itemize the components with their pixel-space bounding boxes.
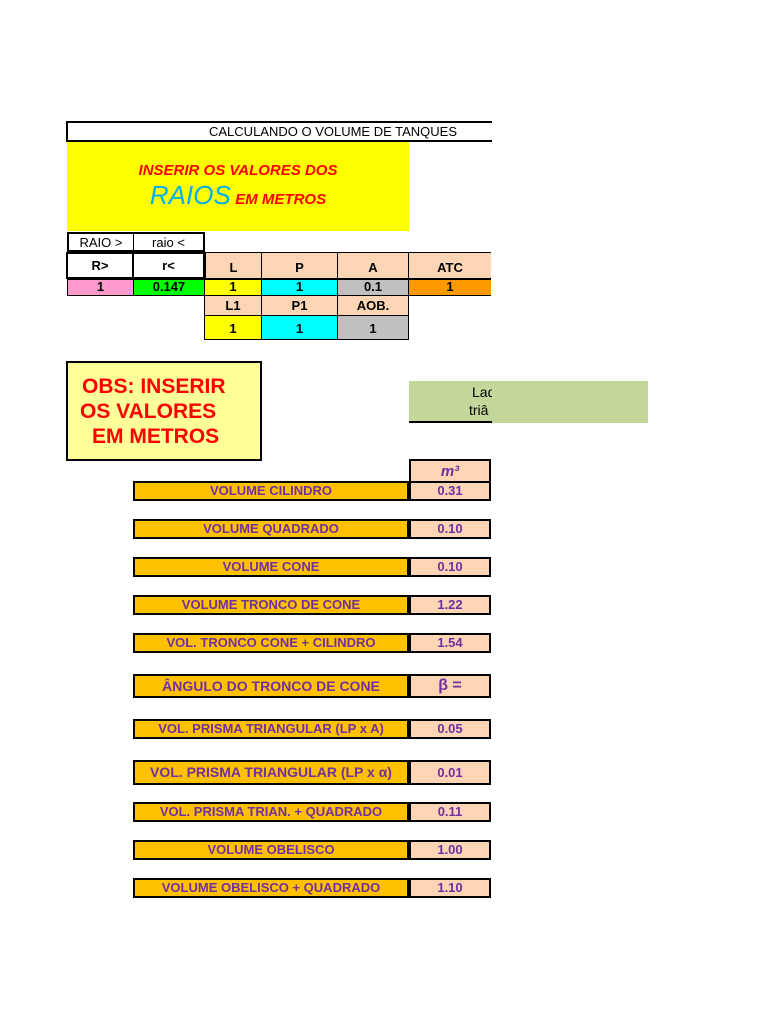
value-volume-cone: 0.10 bbox=[409, 557, 491, 577]
value-volume-quadrado: 0.10 bbox=[409, 519, 491, 539]
value-vol-prisma-lp-a: 0.05 bbox=[409, 719, 491, 739]
value-L1-input[interactable]: 1 bbox=[204, 315, 262, 340]
label-volume-cilindro: VOLUME CILINDRO bbox=[133, 481, 409, 501]
instruction-metros: EM METROS bbox=[235, 191, 327, 208]
value-angulo-tronco-cone: β = bbox=[409, 674, 491, 698]
header-L1: L1 bbox=[204, 295, 262, 316]
value-R-input[interactable]: 1 bbox=[67, 279, 134, 296]
label-volume-obelisco: VOLUME OBELISCO bbox=[133, 840, 409, 860]
header-L: L bbox=[205, 252, 262, 279]
header-AOB: AOB. bbox=[337, 295, 409, 316]
instruction-line2: RAIOS EM METROS bbox=[67, 180, 409, 211]
header-ATC: ATC bbox=[408, 252, 491, 279]
instruction-line1: INSERIR OS VALORES DOS bbox=[138, 162, 338, 179]
value-vol-tronco-cone-cilindro: 1.54 bbox=[409, 633, 491, 653]
sheet-title: CALCULANDO O VOLUME DE TANQUES bbox=[66, 121, 492, 142]
instruction-raios: RAIOS bbox=[149, 180, 231, 210]
value-L-input[interactable]: 1 bbox=[204, 279, 262, 296]
label-raio-menor: raio < bbox=[134, 232, 205, 252]
green-note-clip: Lad triâ bbox=[409, 381, 492, 423]
label-vol-prisma-quadrado: VOL. PRISMA TRIAN. + QUADRADO bbox=[133, 802, 409, 822]
value-volume-obelisco: 1.00 bbox=[409, 840, 491, 860]
value-vol-prisma-lp-alpha: 0.01 bbox=[409, 760, 491, 785]
header-R: R> bbox=[66, 252, 134, 279]
value-P1-input[interactable]: 1 bbox=[261, 315, 338, 340]
green-note-box bbox=[409, 381, 648, 423]
header-P: P bbox=[261, 252, 338, 279]
label-angulo-tronco-cone: ÂNGULO DO TRONCO DE CONE bbox=[133, 674, 409, 698]
value-vol-prisma-quadrado: 0.11 bbox=[409, 802, 491, 822]
unit-header: m³ bbox=[409, 459, 491, 482]
label-vol-prisma-lp-alpha: VOL. PRISMA TRIANGULAR (LP x α) bbox=[133, 760, 409, 785]
value-volume-obelisco-quadrado: 1.10 bbox=[409, 878, 491, 898]
value-ATC-input[interactable]: 1 bbox=[408, 279, 491, 296]
label-volume-quadrado: VOLUME QUADRADO bbox=[133, 519, 409, 539]
obs-note-box: OBS: INSERIR OS VALORES EM METROS bbox=[66, 361, 262, 461]
value-volume-cilindro: 0.31 bbox=[409, 481, 491, 501]
label-volume-cone: VOLUME CONE bbox=[133, 557, 409, 577]
value-AOB-input[interactable]: 1 bbox=[337, 315, 409, 340]
label-volume-tronco-cone: VOLUME TRONCO DE CONE bbox=[133, 595, 409, 615]
header-P1: P1 bbox=[261, 295, 338, 316]
green-note-line1: Lad bbox=[472, 384, 492, 400]
obs-line1: OBS: INSERIR bbox=[82, 375, 226, 398]
label-volume-obelisco-quadrado: VOLUME OBELISCO + QUADRADO bbox=[133, 878, 409, 898]
header-r: r< bbox=[134, 252, 205, 279]
label-vol-tronco-cone-cilindro: VOL. TRONCO CONE + CILINDRO bbox=[133, 633, 409, 653]
green-note-line2: triâ bbox=[469, 402, 489, 418]
instruction-box bbox=[67, 142, 409, 231]
label-vol-prisma-lp-a: VOL. PRISMA TRIANGULAR (LP x A) bbox=[133, 719, 409, 739]
value-r-input[interactable]: 0.147 bbox=[133, 279, 205, 296]
header-A: A bbox=[337, 252, 409, 279]
value-volume-tronco-cone: 1.22 bbox=[409, 595, 491, 615]
value-A-input[interactable]: 0.1 bbox=[337, 279, 409, 296]
value-P-input[interactable]: 1 bbox=[261, 279, 338, 296]
obs-line2: OS VALORES bbox=[80, 400, 217, 423]
label-raio-maior: RAIO > bbox=[67, 232, 134, 252]
obs-line3: EM METROS bbox=[92, 425, 220, 448]
